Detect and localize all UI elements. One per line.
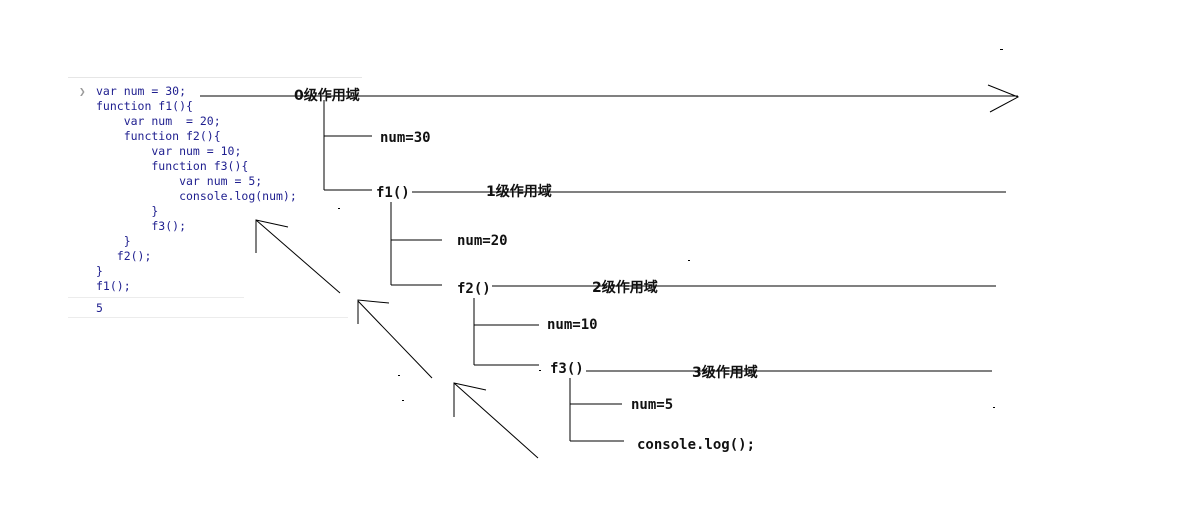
code-line: var num = 20;	[96, 114, 221, 128]
stray-mark	[993, 407, 995, 408]
code-line: }	[96, 234, 131, 248]
code-line: var num = 30;	[96, 84, 187, 98]
stray-mark	[539, 370, 541, 371]
lookup-arrow-3-shaft	[453, 382, 539, 459]
stray-mark	[688, 260, 690, 261]
console-result-divider	[68, 297, 244, 298]
scope-2-func-label: f2()	[457, 281, 491, 297]
chevron-right-icon: ❯	[79, 85, 86, 98]
console-result-value: 5	[96, 301, 103, 315]
scope-2-var-label: num=10	[547, 317, 598, 333]
code-line: function f3(){	[96, 159, 249, 173]
lookup-arrow-1-shaft	[255, 219, 341, 294]
scope-3-level-label: 3级作用域	[692, 365, 758, 381]
console-code-block: var num = 30;function f1(){ var num = 20…	[96, 84, 297, 294]
lookup-arrow-2-shaft	[357, 300, 433, 379]
scope-3-var-label: num=5	[631, 397, 674, 413]
stray-mark	[1000, 49, 1003, 50]
lookup-arrow-2-head	[357, 299, 390, 324]
console-top-divider	[68, 77, 362, 78]
scope-0-arrowhead	[987, 84, 1020, 113]
code-line: var num = 10;	[96, 144, 242, 158]
lookup-arrow-3-head	[453, 382, 487, 417]
code-line: f3();	[96, 219, 187, 233]
scope-0-var-label: num=30	[380, 130, 431, 146]
code-line: }	[96, 204, 159, 218]
scope-1-func-label: f1()	[376, 185, 410, 201]
code-line: f2();	[96, 249, 152, 263]
console-log-call-label: console.log();	[637, 437, 756, 453]
code-line: console.log(num);	[96, 189, 297, 203]
scope-0-level-label: 0级作用域	[294, 88, 360, 104]
scope-1-level-label: 1级作用域	[486, 184, 552, 200]
scope-3-func-label: f3()	[550, 361, 584, 377]
scope-1-var-label: num=20	[457, 233, 508, 249]
code-line: var num = 5;	[96, 174, 263, 188]
code-line: function f2(){	[96, 129, 221, 143]
scope-2-level-label: 2级作用域	[592, 280, 658, 296]
stray-mark	[338, 208, 340, 209]
code-line: f1();	[96, 279, 131, 293]
stray-mark	[398, 375, 400, 376]
console-bottom-divider	[68, 317, 348, 318]
stray-mark	[402, 400, 404, 401]
code-line: }	[96, 264, 103, 278]
lookup-arrow-1-head	[255, 219, 289, 253]
code-line: function f1(){	[96, 99, 193, 113]
